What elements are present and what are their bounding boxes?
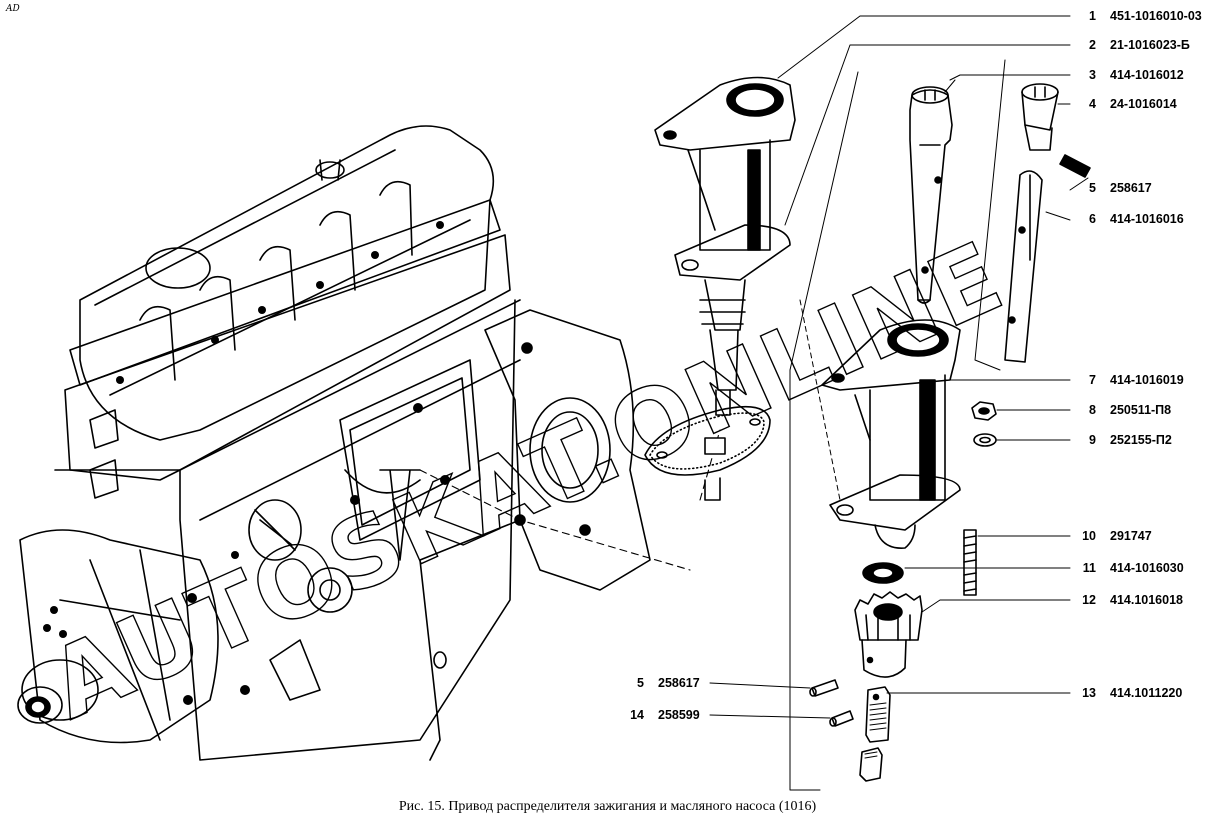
- part-pin-b: [829, 710, 854, 727]
- part-number: 451-1016010-03: [1110, 9, 1202, 23]
- callout-number: 8: [1089, 403, 1096, 417]
- part-number: 291747: [1110, 529, 1152, 543]
- callout-left-14: 14 258599: [618, 707, 700, 723]
- part-number: 258617: [1110, 181, 1152, 195]
- callout-11: 11 414-1016030: [1074, 560, 1184, 576]
- callout-2: 2 21-1016023-Б: [1074, 37, 1190, 53]
- part-number: 21-1016023-Б: [1110, 38, 1190, 52]
- callout-13: 13 414.1011220: [1074, 685, 1182, 701]
- part-number: 414-1016016: [1110, 212, 1184, 226]
- part-washer: [973, 433, 997, 447]
- callout-number: 2: [1089, 38, 1096, 52]
- callout-12: 12 414.1016018: [1074, 592, 1183, 608]
- callout-number: 13: [1082, 686, 1096, 700]
- corner-mark: AD: [6, 4, 20, 14]
- part-number: 414-1016019: [1110, 373, 1184, 387]
- engine-block: [17, 125, 651, 761]
- callout-left-5: 5 258617: [618, 675, 700, 691]
- callout-number: 5: [637, 676, 644, 690]
- part-number: 414-1016012: [1110, 68, 1184, 82]
- part-pin-a: [809, 679, 839, 697]
- part-thrust-washer: [862, 562, 904, 584]
- callout-9: 9 252155-П2: [1074, 432, 1172, 448]
- callout-8: 8 250511-П8: [1074, 402, 1171, 418]
- callout-number: 14: [630, 708, 644, 722]
- figure-caption: Рис. 15. Привод распределителя зажигания…: [398, 799, 817, 814]
- part-number: 414.1016018: [1110, 593, 1183, 607]
- part-nut: [971, 401, 997, 421]
- part-number: 258617: [658, 676, 700, 690]
- part-number: 250511-П8: [1110, 403, 1172, 417]
- callout-number: 7: [1089, 373, 1096, 387]
- part-shaft-a: [909, 86, 953, 304]
- leader-lines: [709, 15, 1089, 791]
- callout-5: 5 258617: [1074, 180, 1152, 196]
- callout-number: 9: [1089, 433, 1096, 447]
- part-number: 258599: [658, 708, 700, 722]
- callout-number: 5: [1089, 181, 1096, 195]
- part-coupling: [865, 686, 891, 743]
- part-housing-upper: [654, 76, 796, 416]
- callout-number: 3: [1089, 68, 1096, 82]
- part-number: 24-1016014: [1110, 97, 1177, 111]
- callout-number: 1: [1089, 9, 1096, 23]
- callout-7: 7 414-1016019: [1074, 372, 1184, 388]
- callout-number: 4: [1089, 97, 1096, 111]
- part-coupling-insert: [859, 747, 883, 782]
- part-gasket: [644, 405, 771, 501]
- part-number: 414-1016030: [1110, 561, 1184, 575]
- callout-number: 11: [1082, 561, 1096, 575]
- part-number: 252155-П2: [1110, 433, 1172, 447]
- callout-number: 10: [1082, 529, 1096, 543]
- callout-number: 6: [1089, 212, 1096, 226]
- part-stud: [963, 529, 977, 596]
- assembly-lines: [419, 429, 721, 571]
- callout-3: 3 414-1016012: [1074, 67, 1184, 83]
- callout-1: 1 451-1016010-03: [1074, 8, 1202, 24]
- callout-4: 4 24-1016014: [1074, 96, 1177, 112]
- callout-6: 6 414-1016016: [1074, 211, 1184, 227]
- part-shaft-b: [1004, 83, 1091, 363]
- part-gear: [854, 591, 923, 678]
- callout-number: 12: [1082, 593, 1096, 607]
- part-housing-lower: [821, 319, 961, 549]
- part-number: 414.1011220: [1110, 686, 1183, 700]
- callout-10: 10 291747: [1074, 528, 1152, 544]
